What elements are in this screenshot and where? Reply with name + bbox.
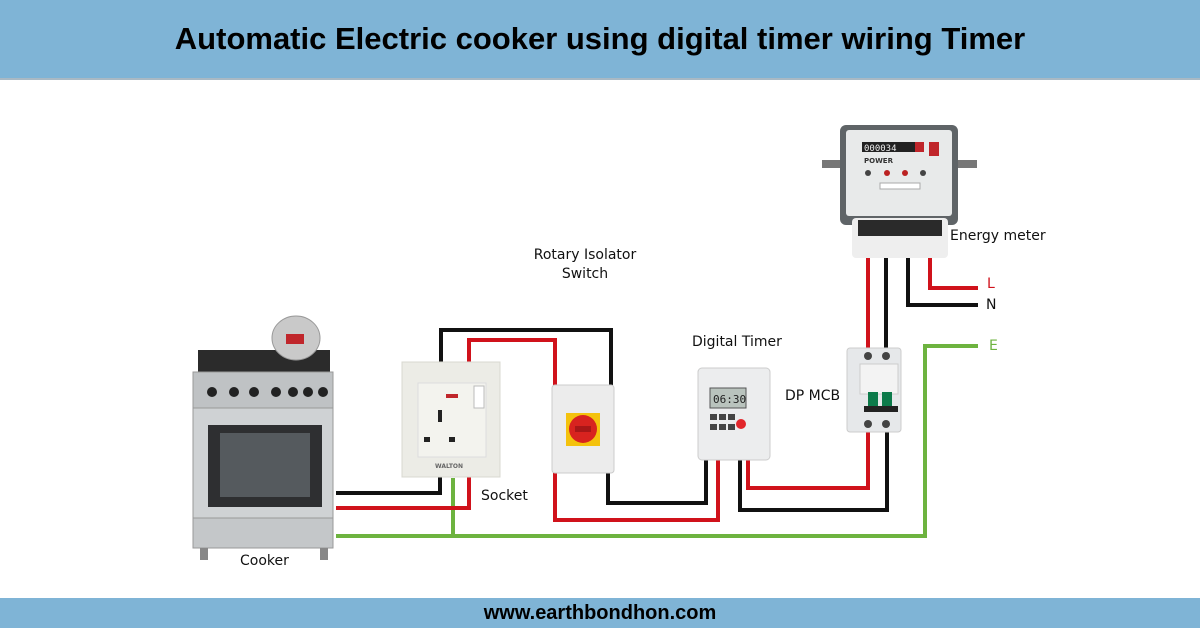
earth-label: E bbox=[989, 338, 998, 354]
neutral-wire-socket-isolator bbox=[439, 328, 613, 390]
live-wire-timer-mcb bbox=[746, 420, 870, 490]
dp-mcb-icon bbox=[846, 347, 902, 433]
rotary-isolator-label-line2: Switch bbox=[561, 266, 609, 282]
svg-text:000034: 000034 bbox=[864, 144, 897, 154]
svg-text:WALTON: WALTON bbox=[435, 463, 463, 470]
svg-text:POWER: POWER bbox=[864, 157, 894, 165]
dp-mcb-label: DP MCB bbox=[785, 388, 841, 404]
neutral-wire-isolator-timer bbox=[606, 455, 708, 505]
digital-timer-label: Digital Timer bbox=[692, 334, 782, 350]
svg-text:06:30: 06:30 bbox=[713, 393, 746, 406]
cooker-icon bbox=[192, 315, 334, 560]
energy-meter-label: Energy meter bbox=[950, 228, 1046, 244]
rotary-isolator-label-line1: Rotary Isolator bbox=[533, 247, 637, 263]
earth-wire bbox=[336, 344, 978, 538]
socket-label: Socket bbox=[481, 488, 528, 504]
socket-icon: WALTON bbox=[401, 361, 501, 478]
live-wire-isolator-timer bbox=[553, 455, 720, 522]
digital-timer-icon: 06:30 bbox=[697, 367, 771, 461]
neutral-wire-timer-mcb bbox=[738, 420, 889, 512]
live-label: L bbox=[987, 276, 995, 292]
header-banner: Automatic Electric cooker using digital … bbox=[0, 0, 1200, 80]
live-wire-socket-isolator bbox=[467, 338, 557, 390]
live-wire-cooker bbox=[336, 470, 471, 510]
page-title: Automatic Electric cooker using digital … bbox=[174, 21, 1026, 56]
website-link[interactable]: www.earthbondhon.com bbox=[483, 601, 717, 624]
rotary-isolator-label: Rotary Isolator Switch bbox=[530, 247, 640, 282]
rotary-isolator-icon bbox=[551, 384, 615, 474]
cooker-label: Cooker bbox=[240, 553, 289, 569]
footer-banner: www.earthbondhon.com bbox=[0, 598, 1200, 628]
neutral-label: N bbox=[986, 297, 997, 313]
neutral-wire-cooker bbox=[336, 470, 442, 495]
energy-meter-icon: 000034 POWER bbox=[822, 125, 977, 258]
